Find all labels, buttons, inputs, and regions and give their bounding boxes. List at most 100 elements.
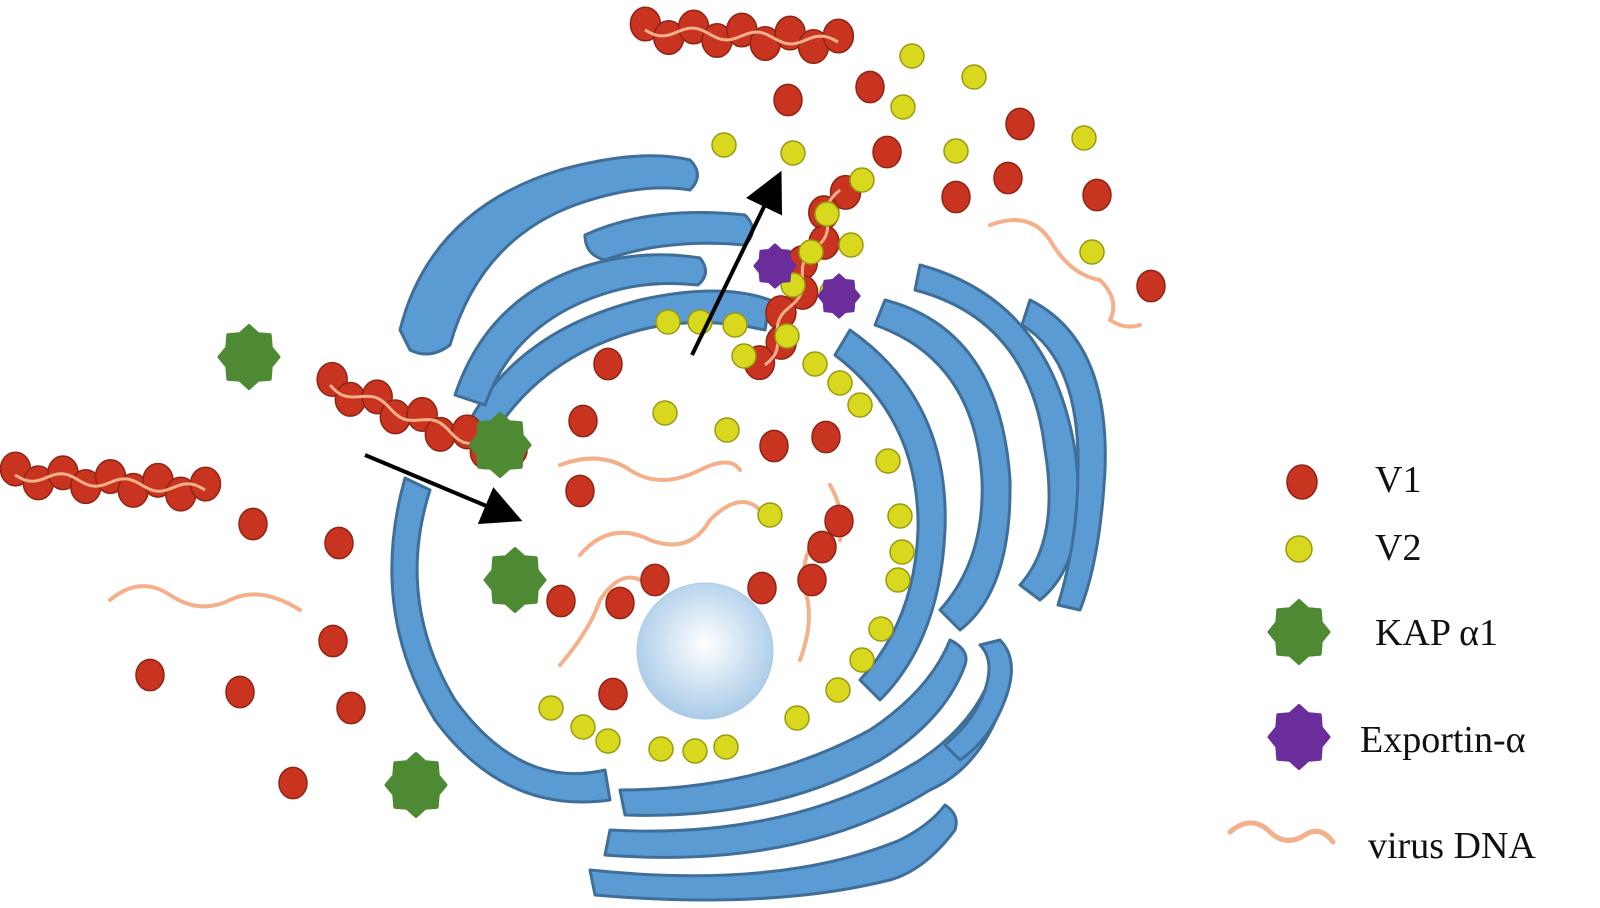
kap-alpha1-particle	[468, 412, 532, 478]
v2-particle	[827, 370, 853, 396]
v2-particle	[682, 738, 708, 764]
v2-particle	[814, 201, 840, 227]
v1-particle	[318, 624, 348, 658]
v1-particle	[238, 507, 268, 541]
v2-particle	[961, 64, 987, 90]
v2-particle	[802, 351, 828, 377]
v2-particle	[711, 132, 737, 158]
v1-dna-complex	[629, 6, 855, 65]
v2-particle	[714, 417, 740, 443]
er-cisterna-right-4	[943, 638, 1013, 762]
export-arrow	[690, 170, 783, 356]
endoplasmic-reticulum	[390, 154, 1107, 902]
er-cisterna-top-1	[398, 154, 699, 356]
v2-particle	[825, 677, 851, 703]
v2-particle	[652, 400, 678, 426]
v1-particle	[941, 180, 971, 214]
v1-particle	[605, 586, 635, 620]
kap-alpha1-particles	[217, 324, 547, 818]
v2-particle	[731, 343, 757, 369]
virus-dna-strand	[988, 218, 1142, 329]
v1-particles	[135, 70, 1166, 800]
v2-particle	[648, 736, 674, 762]
er-cisterna-bottom-3	[588, 803, 958, 902]
v2-particle	[885, 567, 911, 593]
legend-label-exportin: Exportin-α	[1360, 719, 1526, 761]
v1-particle	[773, 83, 803, 117]
legend-label-v2: V2	[1375, 527, 1421, 569]
exportin-alpha-icon	[1267, 704, 1331, 770]
er-cisterna-right-1	[873, 298, 1012, 632]
v1-particle	[1082, 178, 1112, 212]
kap-alpha1-icon	[1267, 599, 1331, 665]
exportin-alpha-particles	[753, 243, 861, 319]
v2-particles	[538, 43, 1105, 764]
kap-alpha1-glyph	[1267, 599, 1331, 665]
v2-particle	[847, 392, 873, 418]
v1-particle	[568, 404, 598, 438]
legend-label-v1: V1	[1375, 459, 1421, 501]
v1-particle	[640, 563, 670, 597]
v1-particle	[324, 526, 354, 560]
v2-particle	[1071, 125, 1097, 151]
v2-particle	[838, 232, 864, 258]
v1-particle	[336, 691, 366, 725]
virus-dna-strand	[108, 584, 302, 612]
v2-particle	[784, 705, 810, 731]
v1-particle	[278, 766, 308, 800]
exportin-alpha-particle	[753, 243, 797, 289]
v2-particle	[849, 647, 875, 673]
v1-particle	[1005, 107, 1035, 141]
v1-particle-icon	[1286, 464, 1318, 500]
v2-particle	[798, 239, 824, 265]
v1-particle	[811, 420, 841, 454]
legend-label-kap: KAP α1	[1375, 612, 1498, 654]
v2-particle	[538, 695, 564, 721]
v2-particle	[899, 43, 925, 69]
er-cisterna-right-2	[913, 263, 1080, 602]
v2-particle	[570, 714, 596, 740]
v2-particle	[774, 323, 800, 349]
exportin-alpha-particle	[817, 273, 861, 319]
exportin-alpha-glyph	[1267, 704, 1331, 770]
import-arrow	[364, 453, 523, 525]
kap-alpha1-particle	[217, 324, 281, 390]
virus-dna-strand	[644, 26, 839, 46]
legend: V1 V2 KAP α1 Exportin-α virus DNA	[1227, 459, 1536, 867]
er-cisterna-top-3	[453, 253, 707, 407]
v1-particle	[546, 584, 576, 618]
v1-particle	[855, 70, 885, 104]
v2-particle	[887, 503, 913, 529]
v1-particle	[565, 474, 595, 508]
v1-particle	[225, 675, 255, 709]
v1-particle	[824, 504, 854, 538]
v1-particle	[1136, 269, 1166, 303]
virus-dna-strand	[558, 575, 642, 667]
v1-particle	[872, 135, 902, 169]
v1-particle	[747, 571, 777, 605]
v2-particle	[890, 94, 916, 120]
virus-dna-strand	[558, 456, 742, 482]
v1-particle	[334, 381, 367, 417]
legend-label-dna: virus DNA	[1368, 825, 1536, 867]
v1-particle	[807, 530, 837, 564]
nuclear-envelope-right	[833, 328, 947, 702]
v2-particle	[875, 448, 901, 474]
v2-particle-icon	[1285, 535, 1313, 563]
v2-particle	[1079, 239, 1105, 265]
v2-particle	[722, 312, 748, 338]
kap-alpha1-particle	[384, 752, 448, 818]
virus-dna-icon	[1227, 820, 1336, 845]
virus-dna-strand	[14, 472, 206, 493]
v1-particle	[993, 161, 1023, 195]
er-cisterna-top-2	[583, 211, 754, 262]
nuclear-envelope-left	[390, 476, 612, 804]
v2-particle	[849, 167, 875, 193]
er-cisterna-bottom-1	[618, 638, 968, 817]
v2-particle	[595, 728, 621, 754]
v1-particle	[797, 563, 827, 597]
v2-particle	[889, 539, 915, 565]
v2-particle	[655, 309, 681, 335]
virus-dna-strand	[578, 500, 762, 557]
